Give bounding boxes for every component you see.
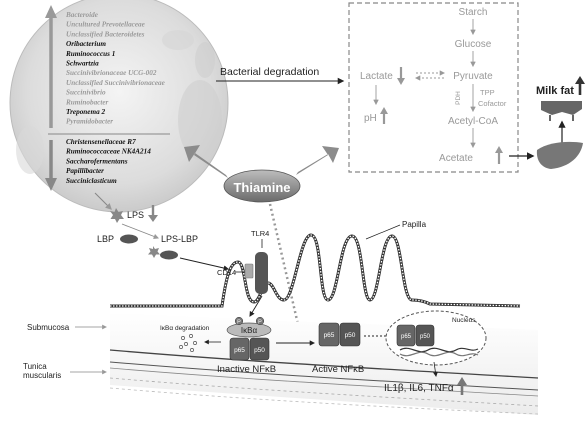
- lps-lbp-complex-icon: [148, 246, 178, 260]
- lbp-label: LBP: [97, 234, 114, 244]
- taxon-name: Succinivibrionaceae UCG-002: [66, 69, 157, 77]
- lps-label: LPS: [127, 210, 144, 220]
- svg-text:p65: p65: [401, 334, 412, 340]
- acetate-label: Acetate: [439, 153, 473, 164]
- nucleus: Nucleus p65 p50: [385, 310, 487, 366]
- cofactor-label: Cofactor: [478, 99, 507, 108]
- taxon-name: Ruminococcus 1: [65, 50, 115, 58]
- acetyl-coa-label: Acetyl-CoA: [448, 116, 498, 127]
- lactate-label: Lactate: [360, 71, 393, 82]
- svg-text:p65: p65: [234, 347, 245, 354]
- svg-text:p50: p50: [254, 347, 265, 354]
- thiamine-label: Thiamine: [233, 180, 290, 195]
- nucleus-label: Nucleus: [452, 317, 476, 324]
- taxon-name: Succinivibrio: [66, 89, 106, 97]
- taxa-increased-list: Christensenellaceae R7 Ruminococcaceae NK…: [65, 138, 151, 185]
- lps-star-icon: [110, 208, 124, 223]
- tunica-label-1: Tunica: [23, 362, 47, 371]
- papilla-label: Papilla: [402, 220, 427, 229]
- liver-icon: [536, 141, 583, 169]
- svg-text:p50: p50: [420, 334, 431, 340]
- abundance-arrow: [45, 5, 170, 191]
- svg-text:p65: p65: [324, 332, 335, 339]
- lps-lbp-label: LPS-LBP: [161, 234, 198, 244]
- udder-icon: [541, 101, 582, 115]
- taxon-name: Pyramidobacter: [66, 118, 113, 126]
- ph-up-arrow-icon: [380, 107, 388, 124]
- taxon-name: Ruminobacter: [65, 98, 109, 106]
- taxon-name: Uncultured Prevotellaceae: [66, 21, 146, 29]
- cd14-receptor-icon: [244, 263, 254, 279]
- metabolic-pathway-box: Starch Glucose Pyruvate Lactate pH PDH T…: [348, 2, 519, 173]
- active-nfkb-label: Active NFκB: [312, 364, 364, 375]
- tpp-label: TPP: [480, 88, 495, 97]
- pdh-label: PDH: [455, 91, 462, 105]
- bacterial-degradation: Bacterial degradation: [216, 66, 345, 85]
- phospho-badge-1: [234, 316, 244, 326]
- taxon-name: Bacteroide: [65, 11, 99, 19]
- degradation-fragments-icon: [179, 334, 197, 352]
- taxon-name: Saccharofermentans: [66, 157, 128, 165]
- taxon-name: Unclassified Succinivibrionaceae: [66, 79, 166, 87]
- dna-icon: [399, 347, 479, 353]
- tunica-label-2: muscularis: [23, 371, 61, 380]
- taxon-name: Ruminococcaceae NK4A214: [65, 148, 151, 156]
- svg-text:P: P: [258, 320, 262, 326]
- taxon-name: Papillibacter: [66, 167, 104, 175]
- inactive-nfkb-complex: IκBα P P p65 p50: [226, 316, 272, 361]
- inactive-nfkb-label: Inactive NFκB: [217, 364, 276, 375]
- lbp-protein-icon: [120, 234, 138, 244]
- svg-text:p50: p50: [345, 332, 356, 339]
- active-nfkb-complex: p65 p50: [318, 322, 361, 347]
- bacteria-circle: [9, 0, 229, 213]
- pyruvate-label: Pyruvate: [453, 71, 493, 82]
- thiamine-inhibition-line: [268, 203, 302, 334]
- taxon-name: Succiniclasticum: [66, 177, 117, 185]
- submucosa-label: Submucosa: [27, 323, 70, 332]
- taxon-name: Unclassified Bacteroidetes: [66, 30, 145, 38]
- tlr4-receptor-icon: [255, 252, 268, 294]
- bacterial-degradation-label: Bacterial degradation: [220, 66, 319, 78]
- taxon-name: Treponema 2: [66, 108, 105, 116]
- taxon-name: Oribacterium: [66, 40, 106, 48]
- ikba-degradation-label: IκBα degradation: [160, 325, 210, 332]
- cytokines-up-arrow-icon: [457, 377, 467, 395]
- lps-group: LPS LBP LPS-LBP: [94, 192, 230, 271]
- acetate-up-arrow-icon: [495, 146, 503, 164]
- milk-fat-up-arrow-icon: [575, 76, 585, 95]
- starch-label: Starch: [459, 7, 488, 18]
- thiamine-group: Thiamine: [184, 145, 339, 203]
- milk-fat-group: Milk fat: [536, 76, 585, 169]
- phospho-badge-2: [255, 316, 265, 326]
- lactate-down-arrow-icon: [397, 67, 405, 85]
- taxon-name: Christensenellaceae R7: [66, 138, 136, 146]
- ph-label: pH: [364, 113, 377, 124]
- glucose-label: Glucose: [455, 39, 492, 50]
- cytokines-label: IL1β, IL6, TNFα: [384, 383, 454, 394]
- taxon-name: Schwartzia: [66, 60, 99, 68]
- cd14-label: CD14: [217, 268, 236, 277]
- lps-down-arrow-icon: [148, 205, 158, 222]
- ikba-label: IκBα: [241, 326, 258, 335]
- tlr4-cd14-receptor: TLR4 CD14: [217, 229, 269, 294]
- svg-text:P: P: [237, 320, 241, 326]
- milk-fat-label: Milk fat: [536, 85, 574, 97]
- tlr4-label: TLR4: [251, 229, 269, 238]
